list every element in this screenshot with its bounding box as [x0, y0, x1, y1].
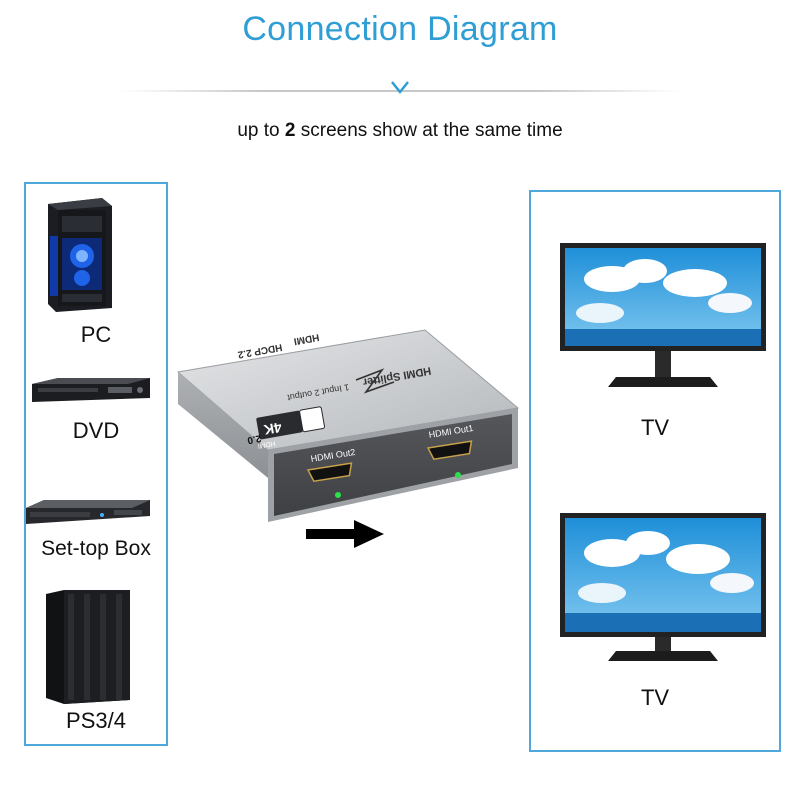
display-label-tv-2: TV — [640, 685, 670, 710]
tv-icon — [560, 513, 766, 661]
led-out2 — [335, 492, 341, 498]
dvd-player-icon — [32, 378, 150, 402]
source-label-pc: PC — [80, 322, 112, 347]
game-console-icon — [46, 590, 130, 704]
display-label-tv-1: TV — [640, 415, 670, 440]
source-label-ps: PS3/4 — [66, 708, 126, 733]
source-label-set-top-box: Set-top Box — [41, 537, 151, 560]
hdmi-splitter-device — [176, 329, 520, 522]
badge-4k-text: 4K — [262, 419, 283, 439]
pc-tower-icon — [48, 198, 112, 312]
set-top-box-icon — [26, 500, 150, 524]
subtitle: up to 2 screens show at the same time — [237, 120, 563, 141]
source-label-dvd: DVD — [72, 418, 120, 443]
arrow-right-icon — [306, 520, 384, 548]
tv-icon — [560, 243, 766, 387]
screen-count: 2 — [284, 120, 296, 141]
led-out1 — [455, 472, 461, 478]
page-title: Connection Diagram — [242, 10, 558, 48]
chevron-down-icon — [391, 81, 409, 95]
